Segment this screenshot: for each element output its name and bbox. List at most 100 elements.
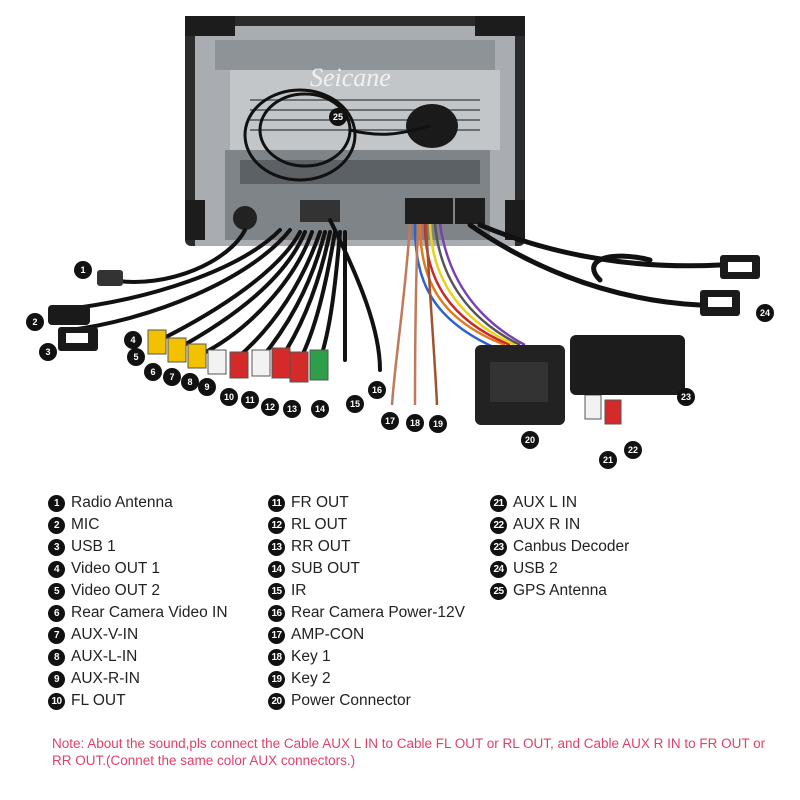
sound-connection-note: Note: About the sound,pls connect the Ca… (52, 736, 766, 768)
legend-item-10: 10 FL OUT (48, 690, 228, 712)
legend-label: Power Connector (291, 692, 411, 709)
number-badge: 14 (268, 560, 285, 578)
legend-label: GPS Antenna (513, 582, 607, 599)
svg-text:19: 19 (433, 419, 443, 429)
usb2-cable (467, 222, 723, 308)
svg-text:1: 1 (80, 265, 85, 275)
legend-item-14: 14 SUB OUT (268, 558, 465, 580)
number-badge: 21 (490, 494, 507, 512)
legend-label: AUX-R-IN (71, 670, 140, 687)
callout-17: 17 (381, 412, 399, 430)
legend-item-18: 18 Key 1 (268, 646, 465, 668)
number-badge: 2 (48, 516, 65, 534)
svg-text:25: 25 (333, 112, 343, 122)
callout-18: 18 (406, 414, 424, 432)
legend-label: AUX-L-IN (71, 648, 138, 665)
callout-23: 23 (677, 388, 695, 406)
number-badge: 23 (490, 538, 507, 556)
svg-text:13: 13 (287, 404, 297, 414)
number-badge: 12 (268, 516, 285, 534)
svg-text:21: 21 (603, 455, 613, 465)
legend-label: AUX-V-IN (71, 626, 139, 643)
callout-11: 11 (241, 391, 259, 409)
svg-text:5: 5 (133, 352, 138, 362)
head-unit (185, 16, 525, 246)
svg-text:3: 3 (45, 347, 50, 357)
callout-5: 5 (127, 348, 145, 366)
legend-item-7: 7 AUX-V-IN (48, 624, 228, 646)
mic-plug (48, 305, 90, 325)
svg-text:23: 23 (681, 392, 691, 402)
number-badge: 16 (268, 604, 285, 622)
number-badge: 11 (268, 494, 285, 512)
number-badge: 10 (48, 692, 65, 710)
legend-item-11: 11 FR OUT (268, 492, 465, 514)
svg-text:7: 7 (169, 372, 174, 382)
svg-text:2: 2 (32, 317, 37, 327)
wiring-diagram-illustration: Seicane (26, 16, 774, 469)
number-badge: 4 (48, 560, 65, 578)
svg-text:6: 6 (150, 367, 155, 377)
number-badge: 7 (48, 626, 65, 644)
callout-22: 22 (624, 441, 642, 459)
legend-label: SUB OUT (291, 560, 360, 577)
callout-16: 16 (368, 381, 386, 399)
svg-text:17: 17 (385, 416, 395, 426)
svg-text:14: 14 (315, 404, 325, 414)
legend-label: AUX L IN (513, 494, 578, 511)
legend-label: Key 2 (291, 670, 331, 687)
legend-label: MIC (71, 516, 100, 533)
legend-item-8: 8 AUX-L-IN (48, 646, 228, 668)
callout-7: 7 (163, 368, 181, 386)
legend-label: Rear Camera Video IN (71, 604, 228, 621)
number-badge: 22 (490, 516, 507, 534)
legend-label: FL OUT (71, 692, 126, 709)
svg-text:18: 18 (410, 418, 420, 428)
legend-item-12: 12 RL OUT (268, 514, 465, 536)
legend-label: Video OUT 2 (71, 582, 161, 599)
number-badge: 20 (268, 692, 285, 710)
number-badge: 8 (48, 648, 65, 666)
legend-item-20: 20 Power Connector (268, 690, 465, 712)
callout-21: 21 (599, 451, 617, 469)
legend-item-9: 9 AUX-R-IN (48, 668, 228, 690)
legend-label: RL OUT (291, 516, 348, 533)
legend-label: Key 1 (291, 648, 331, 665)
callout-8: 8 (181, 373, 199, 391)
callout-25: 25 (329, 108, 347, 126)
svg-text:16: 16 (372, 385, 382, 395)
legend-label: RR OUT (291, 538, 351, 555)
number-badge: 24 (490, 560, 507, 578)
callout-10: 10 (220, 388, 238, 406)
callout-14: 14 (311, 400, 329, 418)
svg-text:11: 11 (245, 395, 255, 405)
svg-text:4: 4 (130, 335, 135, 345)
callout-1: 1 (74, 261, 92, 279)
callout-24: 24 (756, 304, 774, 322)
legend-item-21: 21 AUX L IN (490, 492, 629, 514)
canbus-decoder-box (570, 335, 685, 395)
rca-connectors (147, 329, 622, 425)
callout-13: 13 (283, 400, 301, 418)
number-badge: 18 (268, 648, 285, 666)
legend-label: IR (291, 582, 307, 599)
callout-2: 2 (26, 313, 44, 331)
gps-antenna (243, 88, 458, 182)
svg-text:20: 20 (525, 435, 535, 445)
legend-item-13: 13 RR OUT (268, 536, 465, 558)
legend-label: FR OUT (291, 494, 349, 511)
legend-label: AMP-CON (291, 626, 365, 643)
number-badge: 9 (48, 670, 65, 688)
number-badge: 15 (268, 582, 285, 600)
number-badge: 13 (268, 538, 285, 556)
callout-3: 3 (39, 343, 57, 361)
svg-text:8: 8 (187, 377, 192, 387)
